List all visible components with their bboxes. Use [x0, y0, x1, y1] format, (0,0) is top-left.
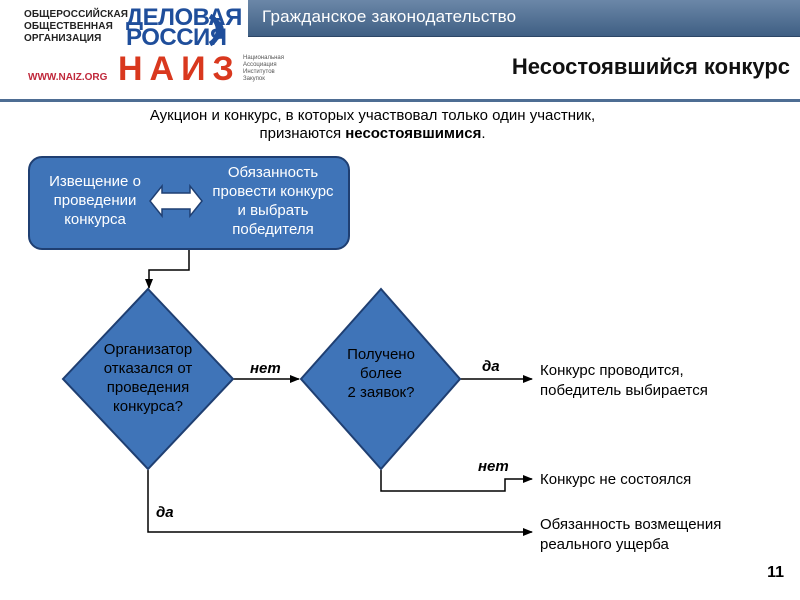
intro-text: Аукцион и конкурс, в которых участвовал … — [0, 107, 745, 143]
diamond1-line-3: проведения — [106, 379, 190, 396]
intro-line-2-suffix: . — [481, 125, 486, 142]
box-right-text: Обязанность провести конкурс и выбрать п… — [198, 163, 348, 239]
org-line-1: ОБЩЕРОССИЙСКАЯ — [24, 9, 129, 20]
naiz-sub-2: Ассоциация — [243, 62, 277, 68]
intro-line-2-bold: несостоявшимися — [345, 125, 482, 142]
naiz-sub-3: Институтов — [243, 69, 275, 75]
diamond1-line-4: конкурса? — [113, 398, 183, 415]
section-header-bar: Гражданское законодательство — [248, 0, 800, 37]
naiz-logo-text: НАИЗ — [118, 50, 241, 88]
org-line-2: ОБЩЕСТВЕННАЯ — [24, 21, 113, 32]
intro-line-2-prefix: признаются — [259, 125, 346, 142]
box-left-line-2: проведении — [53, 192, 137, 209]
org-line-3: ОРГАНИЗАЦИЯ — [24, 33, 102, 44]
box-left-text: Извещение о проведении конкурса — [36, 172, 154, 229]
box-right-line-2: провести конкурс — [212, 183, 334, 200]
diamond1-line-1: Организатор — [103, 341, 193, 358]
diamond2-line-1: Получено — [347, 346, 415, 363]
connector-no-2 — [380, 470, 533, 492]
diamond2-text: Получено более 2 заявок? — [316, 345, 446, 402]
decision-diamond-applications — [299, 287, 462, 471]
outcome1-line-2: победитель выбирается — [540, 382, 708, 399]
naiz-sub-1: Национальная — [243, 55, 284, 61]
connector-yes-1 — [147, 470, 533, 536]
diamond2-line-2: более — [359, 365, 403, 382]
box-left-line-3: конкурса — [64, 211, 126, 228]
brand-line-2: РОССИЯ — [126, 24, 227, 51]
outcome-contest-held: Конкурс проводится, победитель выбираетс… — [540, 361, 708, 401]
outcome-damage-compensation: Обязанность возмещения реального ущерба — [540, 515, 721, 555]
process-box-notice: Извещение о проведении конкурса Обязанно… — [28, 156, 350, 250]
logo-area: ОБЩЕРОССИЙСКАЯ ОБЩЕСТВЕННАЯ ОРГАНИЗАЦИЯ … — [0, 0, 284, 100]
intro-line-2: признаются несостоявшимися. — [0, 125, 745, 143]
label-yes-1: да — [156, 504, 174, 521]
decision-diamond-organizer — [61, 287, 235, 471]
label-no-1: нет — [250, 360, 281, 377]
box-left-line-1: Извещение о — [49, 173, 141, 190]
label-no-2: нет — [478, 458, 509, 475]
diamond1-text: Организатор отказался от проведения конк… — [78, 340, 218, 416]
connector-box-to-diamond1 — [145, 250, 190, 289]
brand-arc-icon — [208, 13, 224, 47]
header-divider — [0, 99, 800, 102]
diamond2-line-3: 2 заявок? — [347, 384, 415, 401]
outcome3-line-1: Обязанность возмещения — [540, 516, 722, 533]
box-right-line-1: Обязанность — [227, 164, 319, 181]
outcome3-line-2: реального ущерба — [540, 536, 669, 553]
slide-title: Несостоявшийся конкурс — [511, 54, 790, 79]
intro-line-1: Аукцион и конкурс, в которых участвовал … — [149, 107, 596, 124]
website-link[interactable]: WWW.NAIZ.ORG — [28, 72, 108, 83]
page-number: 11 — [767, 564, 784, 581]
box-right-line-3: и выбрать — [237, 202, 309, 219]
diamond1-line-2: отказался от — [103, 360, 193, 377]
box-right-line-4: победителя — [232, 221, 314, 238]
outcome-contest-failed: Конкурс не состоялся — [540, 471, 692, 488]
outcome1-line-1: Конкурс проводится, — [540, 362, 684, 379]
double-arrow-icon — [149, 183, 203, 219]
naiz-sub-4: Закупок — [243, 76, 265, 82]
section-title: Гражданское законодательство — [262, 7, 517, 26]
label-yes-2: да — [482, 358, 500, 375]
